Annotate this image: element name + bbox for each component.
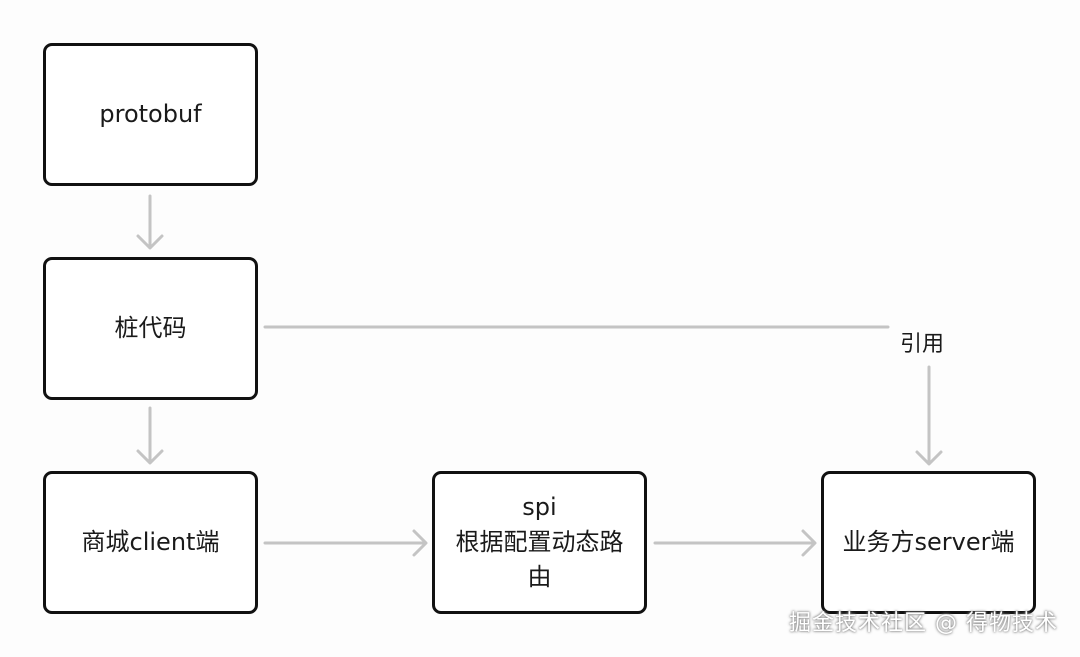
edge-label-reference: 引用 [896,326,949,358]
node-protobuf-label: protobuf [99,100,202,129]
watermark: 掘金技术社区 @ 得物技术 [789,611,1058,636]
node-spi-label: spi 根据配置动态路 由 [455,493,624,591]
arrow-client-to-spi [263,529,428,557]
arrow-stub-to-client [136,406,164,465]
node-mall-client: 商城client端 [43,471,258,614]
node-mall-client-label: 商城client端 [81,528,220,557]
node-stub-code: 桩代码 [43,257,258,400]
node-business-server: 业务方server端 [821,471,1036,614]
node-protobuf: protobuf [43,43,258,186]
node-stub-code-label: 桩代码 [114,314,187,343]
arrow-spi-to-server [653,529,817,557]
arrow-stub-to-server [263,325,943,466]
node-business-server-label: 业务方server端 [842,528,1015,557]
node-spi: spi 根据配置动态路 由 [432,471,647,614]
arrow-protobuf-to-stub [136,194,164,250]
